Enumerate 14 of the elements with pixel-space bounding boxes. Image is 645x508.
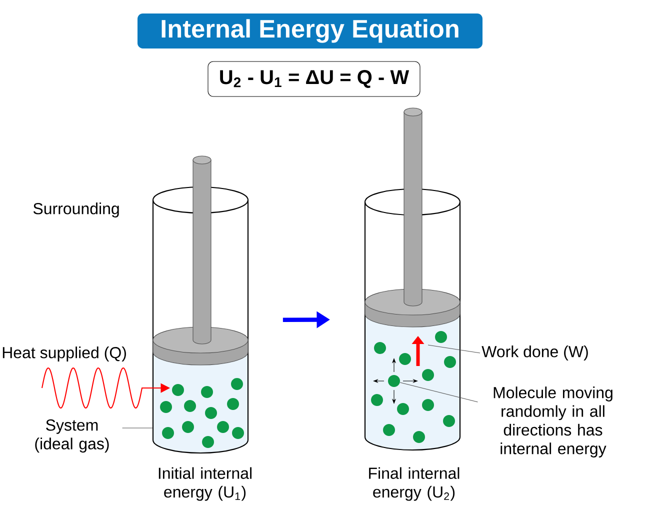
callout-text: Work done (W) bbox=[482, 346, 588, 360]
cylinder-drawing bbox=[152, 156, 249, 454]
molecule-dot bbox=[388, 375, 400, 387]
edge-label: Heat supplied (Q) bbox=[2, 346, 126, 362]
surrounding-label: Surrounding bbox=[33, 202, 119, 218]
leader-line bbox=[428, 344, 480, 354]
callout-text: System (ideal gas) bbox=[35, 419, 109, 453]
callout-text: Molecule moving randomly in all directions has internal energy bbox=[494, 386, 612, 458]
leader-line bbox=[400, 382, 478, 402]
title-banner: Internal Energy Equation bbox=[138, 14, 482, 48]
cylinder-label: Final internal energy (U$_{2}$) bbox=[369, 467, 460, 501]
cylinder-drawing bbox=[364, 108, 461, 451]
cylinder-label: Initial internal energy (U$_{1}$) bbox=[158, 467, 252, 501]
equation-box: U$_{2}$ - U$_{1}$ = ΔU = Q - W bbox=[208, 61, 420, 97]
